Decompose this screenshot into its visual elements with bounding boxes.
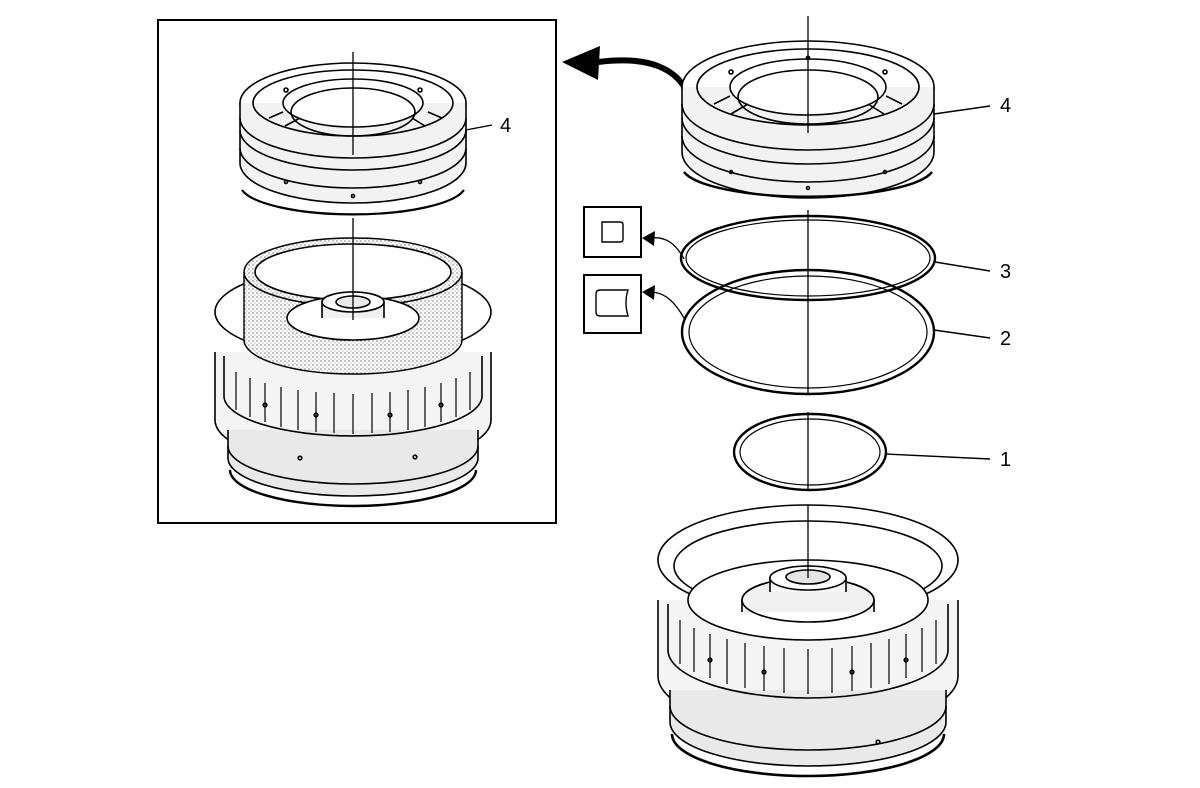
middle-seal-callout: 2: [1000, 328, 1011, 350]
callouts: 4 3 2 1: [885, 95, 1011, 471]
middle-seal-leader: [933, 329, 991, 339]
inset-frame: [157, 19, 557, 524]
detail-inset: 4: [157, 19, 557, 524]
inner-seal-1: [732, 412, 888, 492]
inset-piston-callout: 4: [500, 115, 511, 137]
inset-clutch-housing: [214, 237, 492, 508]
inner-seal-leader: [885, 453, 991, 460]
curved-arrow-icon: [562, 46, 693, 103]
outer-seal-leader: [934, 261, 991, 272]
lip-seal-profile-icon: [583, 274, 685, 334]
piston-callout: 4: [1000, 95, 1011, 117]
square-cut-seal-profile-icon: [583, 206, 685, 260]
piston-leader: [933, 105, 991, 115]
outer-seal-callout: 3: [1000, 261, 1011, 283]
inner-seal-callout: 1: [1000, 449, 1011, 471]
inset-piston-leader: [465, 124, 493, 131]
